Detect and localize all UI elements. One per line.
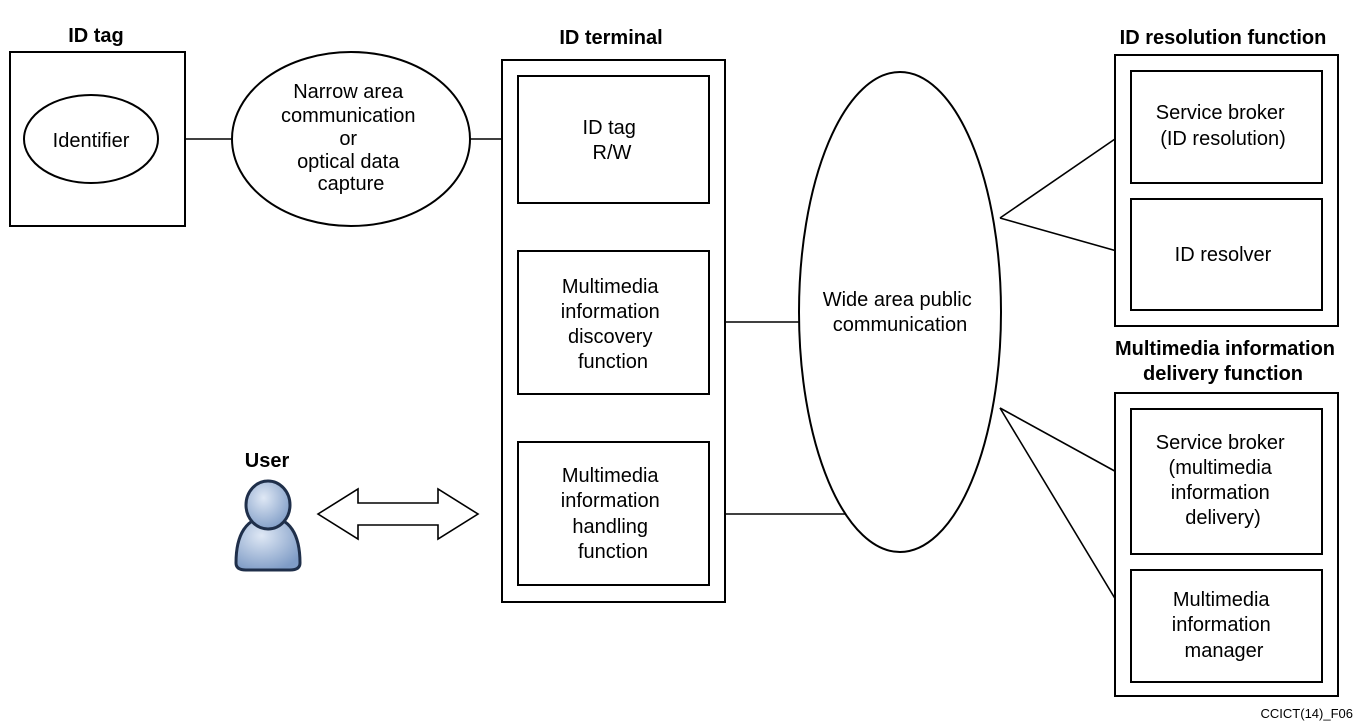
mm-discovery-line: function	[578, 351, 648, 373]
mm-delivery-title-line2: delivery function	[1143, 363, 1303, 385]
service-broker-id-line: Service broker	[1156, 102, 1285, 124]
id-resolver-label: ID resolver	[1175, 244, 1272, 266]
user-title: User	[245, 450, 290, 472]
mm-handling-label: Multimedia information handling function	[561, 465, 666, 563]
mm-manager-label: Multimedia information manager	[1172, 589, 1277, 662]
mm-manager-line: information	[1172, 614, 1271, 636]
link-widearea-broker-mm	[999, 407, 1132, 481]
mm-discovery-line: discovery	[568, 326, 652, 348]
narrow-area-line: or	[339, 128, 357, 150]
service-broker-id-box	[1130, 70, 1323, 184]
mm-delivery-title-line1: Multimedia information	[1115, 338, 1335, 360]
mm-manager-line: Multimedia	[1173, 589, 1271, 611]
link-widearea-broker-id	[999, 127, 1132, 219]
id-tag-rw-line: ID tag	[583, 117, 636, 139]
wide-area-line: communication	[833, 314, 968, 336]
id-tag-rw-label: ID tag R/W	[583, 117, 642, 164]
narrow-area-line: optical data	[297, 151, 400, 173]
id-tag-rw-box	[517, 75, 710, 204]
mm-manager-box	[1130, 569, 1323, 683]
narrow-area-line: capture	[318, 173, 385, 195]
id-resolver-box	[1130, 198, 1323, 311]
service-broker-mm-line: delivery)	[1185, 507, 1261, 529]
mm-discovery-line: Multimedia	[562, 276, 660, 298]
mm-discovery-label: Multimedia information discovery functio…	[561, 276, 666, 373]
link-widearea-manager	[999, 407, 1132, 626]
mm-discovery-box	[517, 250, 710, 395]
narrow-area-label: Narrow area communication or optical dat…	[281, 81, 421, 195]
narrow-area-line: communication	[281, 105, 416, 127]
id-resolution-title: ID resolution function	[1120, 27, 1327, 49]
service-broker-id-label: Service broker (ID resolution)	[1156, 102, 1291, 150]
id-tag-rw-line: R/W	[593, 142, 632, 164]
id-terminal-title: ID terminal	[559, 27, 662, 49]
wide-area-label: Wide area public communication	[823, 289, 978, 336]
link-widearea-resolver	[999, 217, 1132, 256]
service-broker-mm-line: Service broker	[1156, 432, 1285, 454]
service-broker-mm-label: Service broker (multimedia information d…	[1156, 432, 1291, 529]
mm-handling-box	[517, 441, 710, 586]
mm-discovery-line: information	[561, 301, 660, 323]
user-terminal-double-arrow	[316, 487, 480, 541]
narrow-area-line: Narrow area	[293, 81, 404, 103]
mm-handling-line: function	[578, 541, 648, 563]
mm-handling-line: information	[561, 490, 660, 512]
service-broker-mm-box	[1130, 408, 1323, 555]
narrow-area-ellipse	[231, 51, 471, 227]
user-icon	[234, 479, 302, 572]
wide-area-ellipse	[798, 71, 1002, 553]
mm-handling-line: Multimedia	[562, 465, 660, 487]
wide-area-line: Wide area public	[823, 289, 972, 311]
mm-manager-line: manager	[1185, 640, 1264, 662]
id-tag-title: ID tag	[68, 25, 124, 47]
mm-handling-line: handling	[572, 516, 648, 538]
figure-code: CCICT(14)_F06	[1261, 706, 1353, 721]
identifier-label: Identifier	[53, 130, 130, 152]
service-broker-mm-line: (multimedia	[1169, 457, 1273, 479]
identifier-ellipse	[23, 94, 159, 184]
service-broker-id-line: (ID resolution)	[1160, 128, 1286, 150]
service-broker-mm-line: information	[1171, 482, 1270, 504]
